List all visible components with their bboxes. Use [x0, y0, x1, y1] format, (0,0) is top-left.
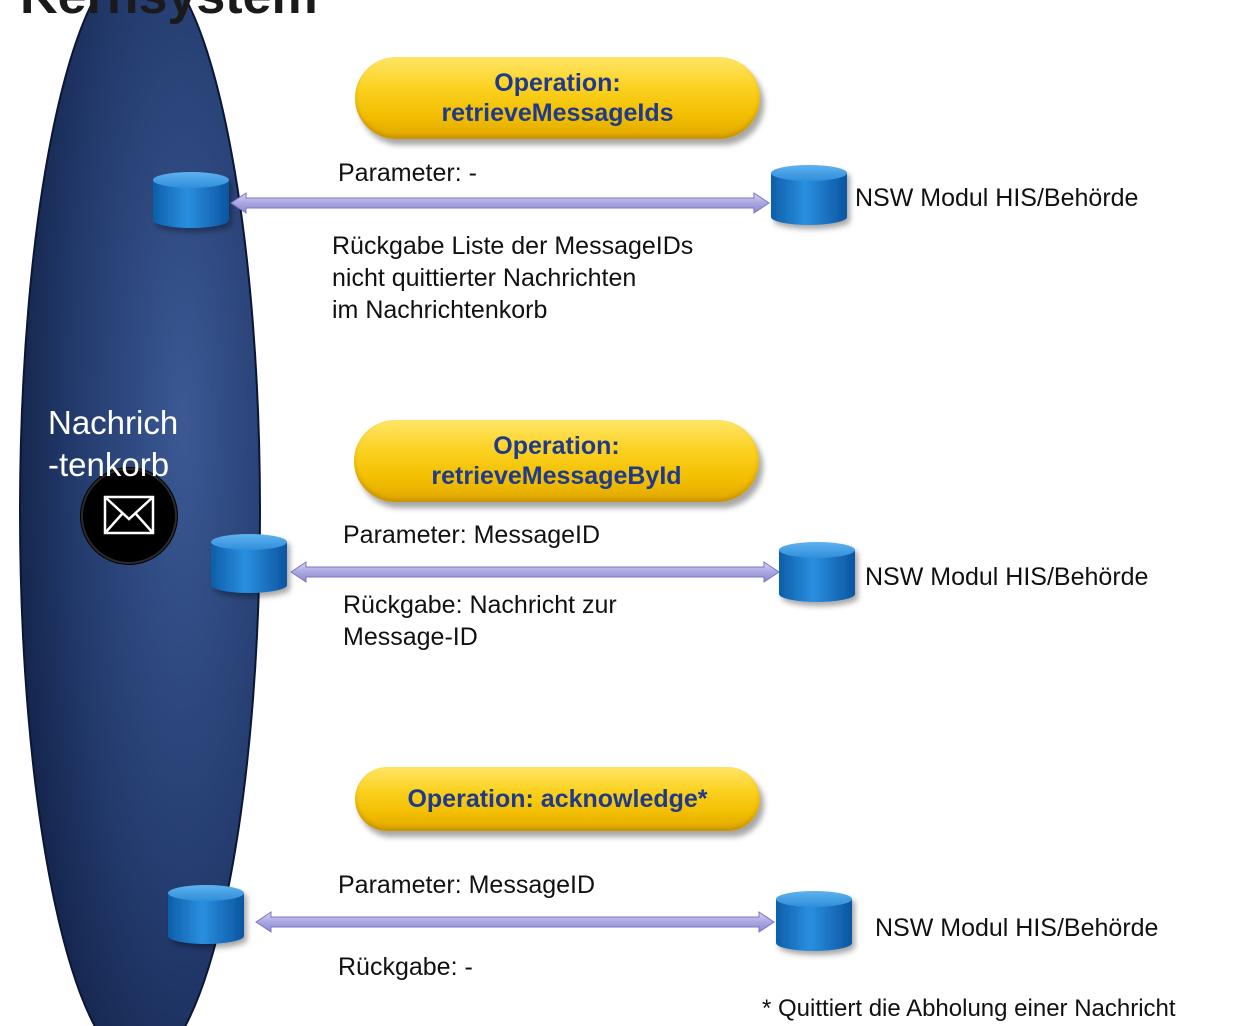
return-1-line-3: im Nachrichtenkorb — [332, 295, 548, 324]
left-cylinder-1 — [153, 172, 229, 228]
envelope-icon — [80, 467, 178, 565]
operation-1-line-2: retrieveMessageIds — [441, 99, 674, 127]
return-2-line-2: Message-ID — [343, 622, 478, 651]
target-label-1: NSW Modul HIS/Behörde — [855, 184, 1139, 212]
return-1-line-2: nicht quittierter Nachrichten — [332, 263, 637, 292]
operation-pill-2: Operation: retrieveMessageById — [354, 420, 759, 502]
footnote: * Quittiert die Abholung einer Nachricht — [762, 995, 1176, 1022]
return-2-line-1: Rückgabe: Nachricht zur — [343, 591, 617, 619]
operation-1-line-1: Operation: — [494, 69, 621, 97]
page-title: Kernsystem — [20, 0, 318, 22]
parameter-label-2: Parameter: MessageID — [343, 521, 601, 549]
target-label-3: NSW Modul HIS/Behörde — [875, 914, 1159, 942]
left-cylinder-3 — [168, 885, 244, 944]
operation-2-line-2: retrieveMessageById — [431, 462, 682, 490]
container-label-line-1: Nachrich — [48, 404, 179, 441]
parameter-label-3: Parameter: MessageID — [338, 871, 596, 899]
right-cylinder-3 — [776, 891, 852, 951]
right-cylinder-1 — [771, 165, 847, 225]
operation-pill-3: Operation: acknowledge* — [355, 767, 760, 831]
return-label-3: Rückgabe: - — [338, 953, 473, 981]
container-label-line-2: -tenkorb — [48, 445, 170, 483]
double-arrow-1 — [230, 192, 770, 214]
target-label-2: NSW Modul HIS/Behörde — [865, 563, 1149, 591]
container-label: Nachrich -tenkorb — [48, 402, 223, 486]
double-arrow-2 — [290, 561, 780, 583]
right-cylinder-2 — [779, 542, 855, 602]
operation-2-line-1: Operation: — [493, 432, 620, 460]
double-arrow-3 — [255, 911, 775, 933]
return-label-2: Rückgabe: Nachricht zur Message-ID — [343, 590, 617, 654]
return-1-line-1: Rückgabe Liste der MessageIDs — [332, 232, 694, 260]
operation-3-line-1: Operation: acknowledge* — [407, 785, 708, 813]
return-label-1: Rückgabe Liste der MessageIDs nicht quit… — [332, 231, 693, 326]
operation-pill-1: Operation: retrieveMessageIds — [355, 57, 760, 139]
left-cylinder-2 — [211, 534, 287, 593]
parameter-label-1: Parameter: - — [338, 159, 477, 187]
